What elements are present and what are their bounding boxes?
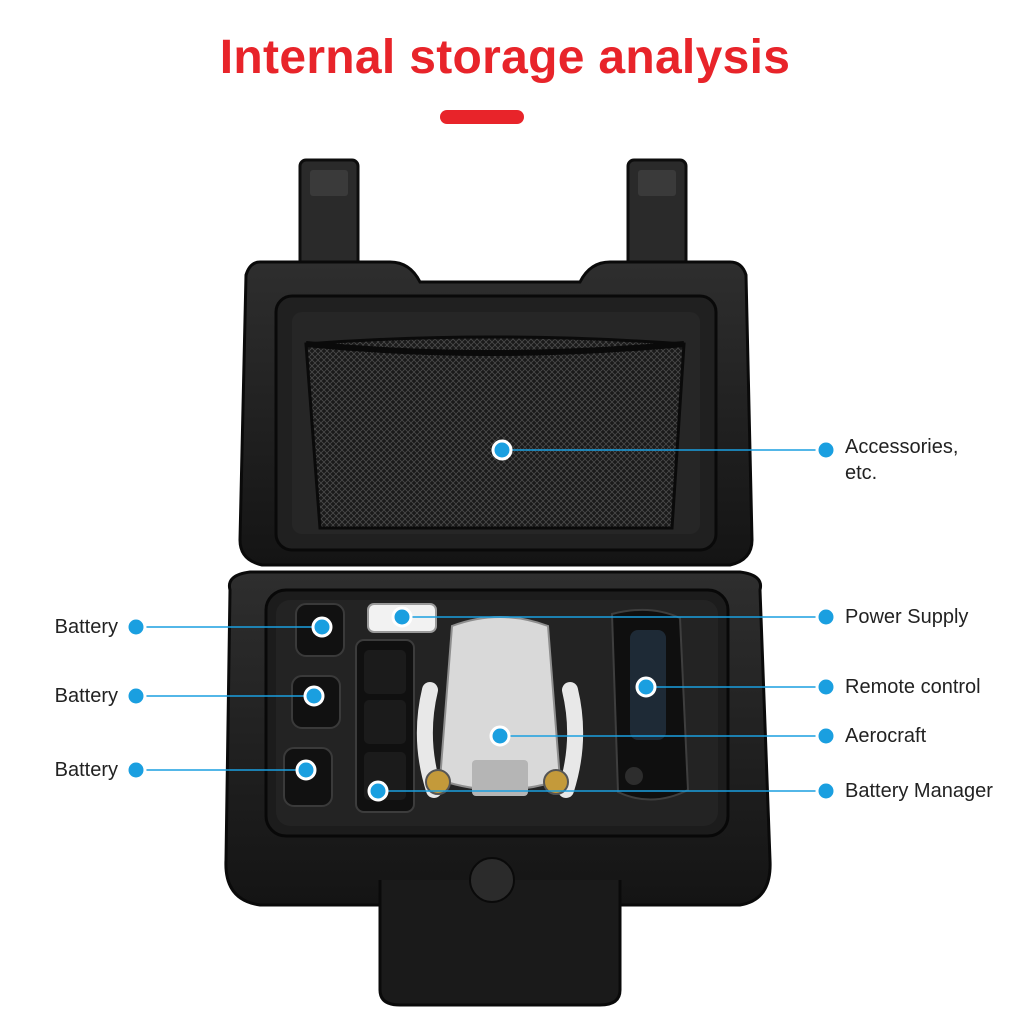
callout-battery-3: Battery <box>54 759 118 781</box>
title-underline <box>440 110 524 124</box>
callout-dots <box>125 439 837 802</box>
page-title: Internal storage analysis <box>219 31 791 84</box>
callout-power-supply: Power Supply <box>845 606 969 628</box>
callout-accessories: Accessories, etc. <box>845 436 959 484</box>
callout-battery-1: Battery <box>54 616 118 638</box>
latch-right <box>626 158 688 270</box>
callout-remote-control: Remote control <box>845 676 981 698</box>
latch-left <box>298 158 360 270</box>
callout-aerocraft: Aerocraft <box>845 725 927 747</box>
drone-device <box>416 616 584 798</box>
remote-control-device <box>610 608 690 801</box>
callout-battery-manager: Battery Manager <box>845 780 993 802</box>
mesh-pocket <box>304 335 686 530</box>
callout-battery-2: Battery <box>54 685 118 707</box>
callout-lines <box>136 449 826 792</box>
